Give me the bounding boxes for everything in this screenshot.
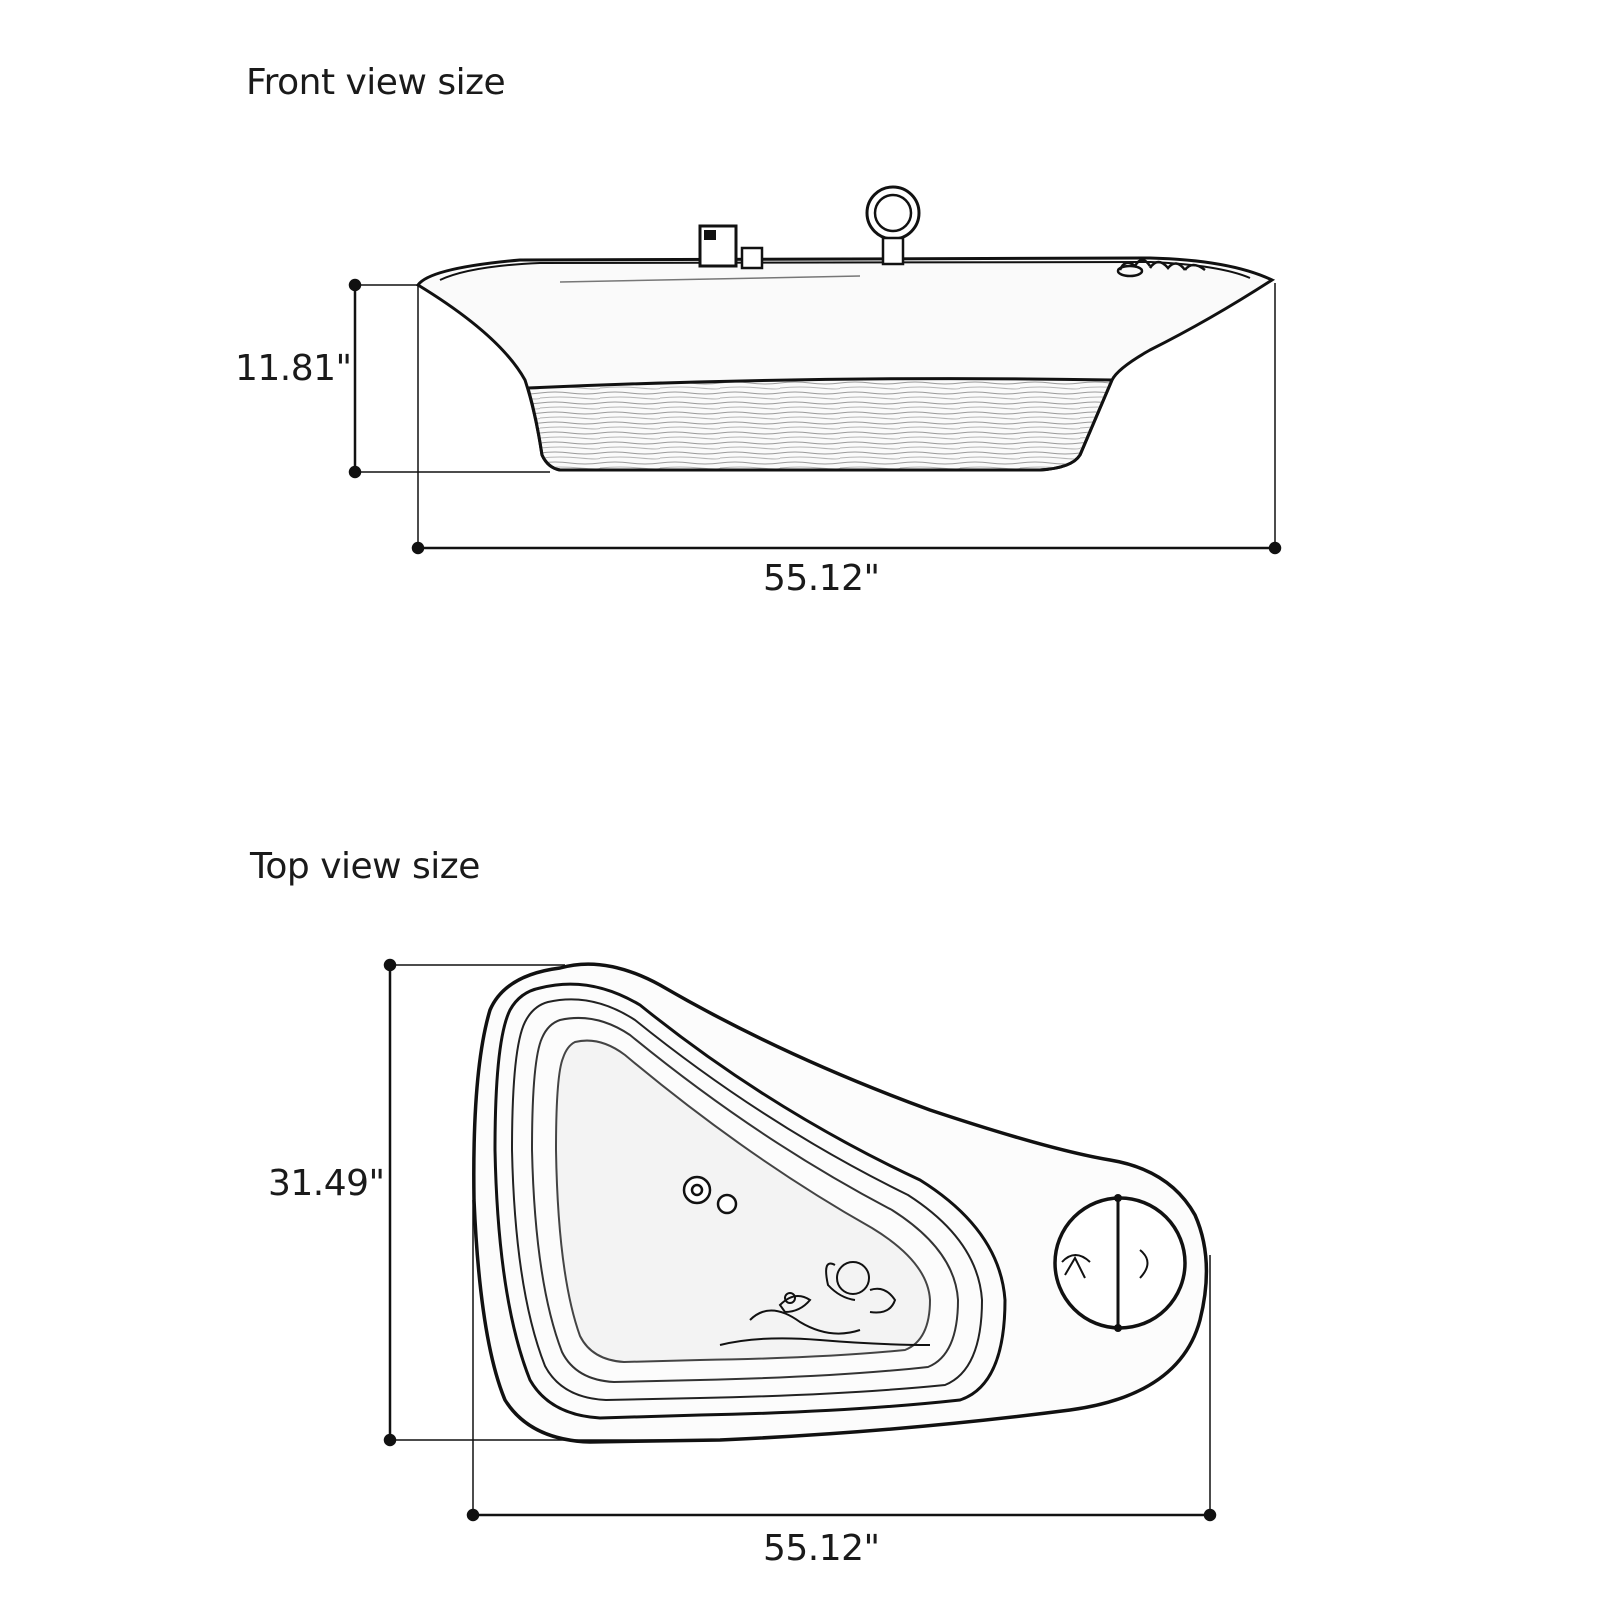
front-width-dimension [411, 283, 1282, 555]
plant-decor-icon [1116, 258, 1206, 278]
top-width-dimension [466, 1200, 1217, 1522]
front-wood-base [526, 377, 1115, 472]
front-height-dimension [348, 278, 550, 479]
front-view-drawing [415, 185, 1276, 472]
drain-icon [682, 1175, 738, 1215]
top-view-title: Top view size [250, 846, 480, 887]
top-depth-dimension [383, 958, 680, 1447]
top-depth-label: 31.49" [268, 1163, 385, 1204]
front-view-title: Front view size [246, 62, 506, 103]
top-basin-ring-2 [510, 998, 984, 1402]
top-basin-ring-3 [530, 1016, 960, 1384]
top-view-drawing [472, 962, 1209, 1444]
floral-decor-icon [719, 1261, 931, 1346]
faucet-icon [698, 224, 764, 270]
ring-handle-icon [865, 185, 921, 266]
round-tray-icon [1053, 1194, 1187, 1332]
top-basin-ring-1 [493, 982, 1007, 1420]
top-width-label: 55.12" [763, 1528, 880, 1569]
front-tub-inner-edge [559, 275, 861, 283]
front-height-label: 11.81" [235, 348, 352, 389]
front-width-label: 55.12" [763, 558, 880, 599]
front-tub-rim [439, 260, 1251, 281]
